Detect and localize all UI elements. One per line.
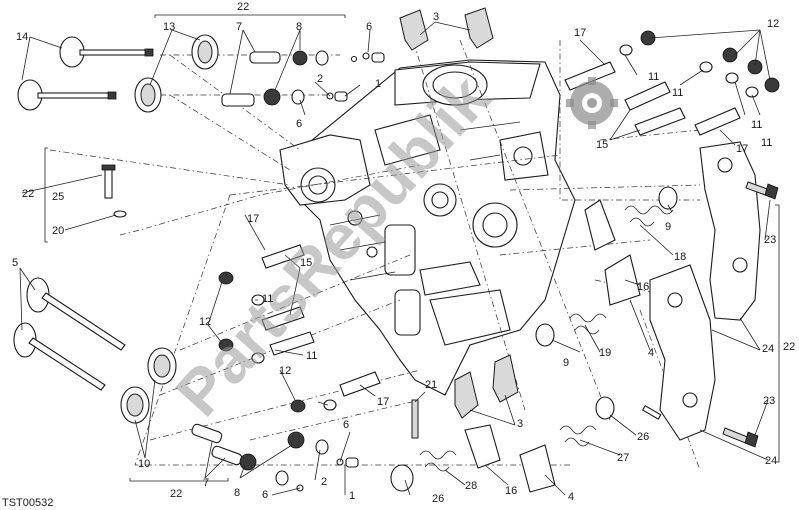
stud-21 (411, 399, 419, 439)
callout-8-top: 8 (296, 21, 302, 33)
callout-7-bottom: 7 (203, 477, 209, 489)
callout-7-top: 7 (236, 21, 242, 33)
exhaust-valve-upper (26, 277, 126, 351)
callout-6-top: 6 (366, 21, 372, 33)
callout-2-bottom: 2 (321, 476, 327, 488)
callout-22-left: 22 (22, 188, 34, 200)
exhaust-valve-lower (13, 322, 106, 391)
valve-seat-exhaust (120, 347, 177, 424)
valve-guide-set-bottom (191, 423, 359, 492)
group-brackets (44, 14, 780, 482)
bolts (722, 181, 779, 448)
callout-17-top: 17 (574, 27, 586, 39)
assembly-lines (49, 29, 701, 471)
diagram-code: TST00532 (2, 497, 53, 509)
bushings (390, 186, 678, 492)
callout-24-a: 24 (762, 343, 774, 355)
callout-22-right: 22 (783, 341, 795, 353)
callout-11-left-a: 11 (262, 293, 273, 305)
callout-11-d: 11 (761, 137, 772, 149)
intake-valve-lower (17, 79, 117, 111)
callout-13: 13 (163, 21, 175, 33)
callout-6-right: 6 (343, 419, 349, 431)
callout-15-top: 15 (596, 139, 608, 151)
callout-16-bottom: 16 (505, 485, 517, 497)
stud-and-washer (101, 164, 127, 218)
callout-3-top: 3 (433, 11, 439, 23)
callout-3-bottom: 3 (517, 418, 523, 430)
callout-18: 18 (674, 251, 686, 263)
springs (419, 205, 674, 472)
callout-11-b: 11 (672, 87, 683, 99)
shims-right (564, 30, 780, 136)
callout-21: 21 (425, 379, 437, 391)
callout-22-top: 22 (237, 1, 249, 13)
leader-lines (19, 21, 771, 496)
callout-26-bottom: 26 (432, 493, 444, 505)
callout-14: 14 (16, 31, 28, 43)
callout-23-top: 23 (764, 234, 776, 246)
pin-26 (641, 405, 662, 420)
callout-1-bottom: 1 (349, 490, 355, 502)
callout-19: 19 (599, 347, 611, 359)
callout-25: 25 (52, 191, 64, 203)
valve-seat-lower (134, 77, 162, 113)
callout-1-top: 1 (375, 78, 381, 90)
callout-20: 20 (52, 225, 64, 237)
callout-24-b: 24 (765, 455, 777, 467)
callout-8-bottom: 8 (234, 487, 240, 499)
callout-27: 27 (617, 452, 629, 464)
gear-icon (566, 77, 618, 129)
callout-11-c: 11 (751, 119, 762, 131)
callout-11-left-b: 11 (306, 350, 317, 362)
callout-4-right: 4 (648, 347, 654, 359)
callout-11-a: 11 (648, 71, 659, 83)
valve-guide-set-top (221, 50, 385, 107)
rocker-arms (399, 7, 641, 493)
callout-10: 10 (138, 458, 150, 470)
callout-9-right: 9 (665, 221, 671, 233)
callout-23-bottom: 23 (763, 395, 775, 407)
callout-28: 28 (465, 480, 477, 492)
callout-12-left-a: 12 (199, 316, 211, 328)
callout-15-left: 15 (300, 257, 312, 269)
callout-17-right: 17 (736, 143, 748, 155)
callout-4-bottom: 4 (568, 491, 574, 503)
callout-17-bottom: 17 (377, 396, 389, 408)
callout-5: 5 (12, 257, 18, 269)
rocker-brackets (649, 141, 761, 441)
callout-22-bottom: 22 (170, 488, 182, 500)
callout-6-mid: 6 (296, 118, 302, 130)
callout-12-right: 12 (767, 18, 779, 30)
callout-6-bottom: 6 (262, 489, 268, 501)
callout-17-left: 17 (247, 213, 259, 225)
callout-16-right: 16 (637, 281, 649, 293)
intake-valve-upper (59, 36, 154, 68)
cylinder-head-body (279, 59, 576, 396)
callout-9-mid: 9 (563, 357, 569, 369)
callout-12-left-b: 12 (279, 365, 291, 377)
valve-seat-upper (191, 34, 219, 70)
callout-2-top: 2 (317, 73, 323, 85)
shims-left (218, 244, 381, 413)
callout-26-right: 26 (637, 431, 649, 443)
